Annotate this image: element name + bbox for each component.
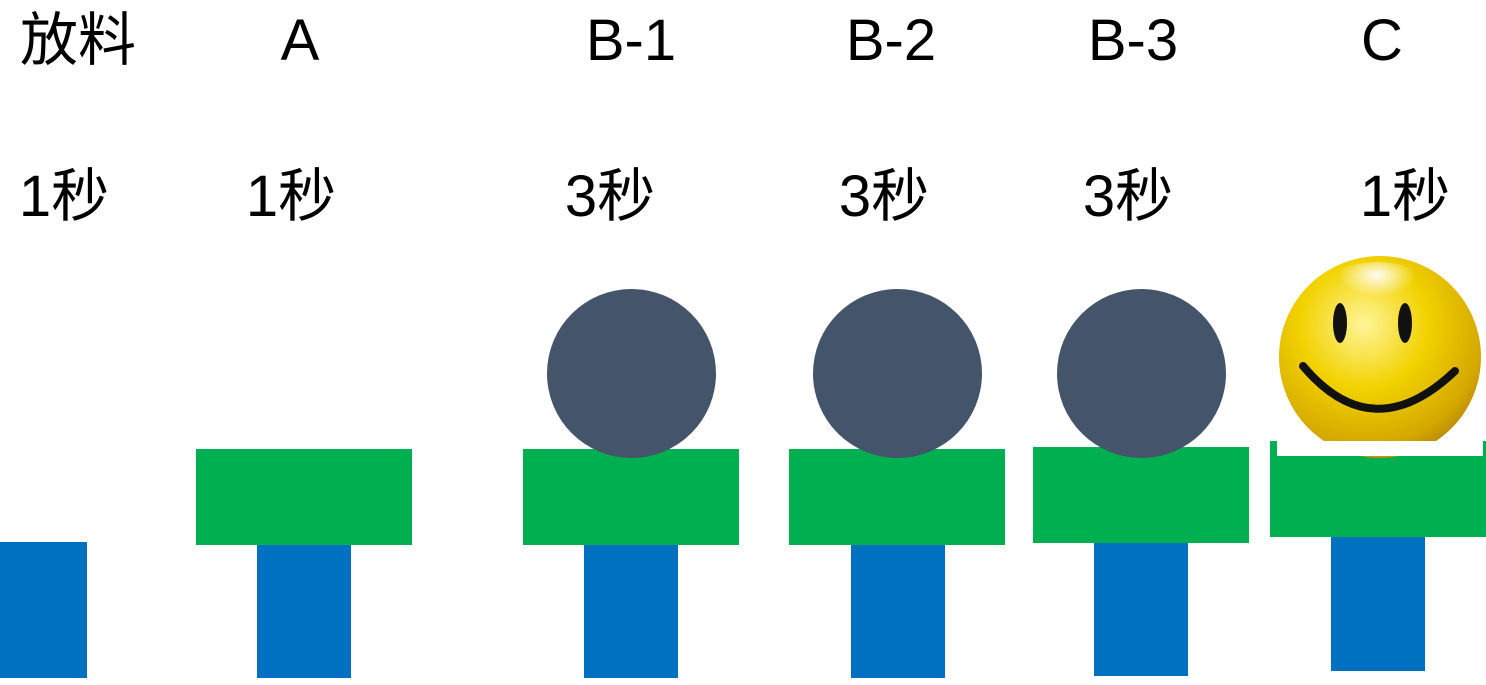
pillar-b1 [584,542,678,678]
platform-b2 [789,449,1005,545]
platform-b1 [523,449,739,545]
station-label-b3: B-3 [1087,8,1179,73]
station-label-a: A [280,8,320,73]
station-time-a: 1秒 [245,164,337,229]
ball-b2 [813,289,982,458]
ball-b3 [1057,289,1226,458]
platform-c-top-rim [1277,441,1483,456]
smiley-icon [1279,256,1481,458]
pillar-b2 [851,542,945,678]
pillar-b3 [1094,540,1188,676]
station-label-loading: 放料 [19,8,137,73]
station-label-b2: B-2 [845,8,937,73]
platform-b3 [1033,447,1249,543]
station-label-b1: B-1 [585,8,677,73]
station-time-b2: 3秒 [838,164,930,229]
ball-b1 [547,289,716,458]
station-time-b1: 3秒 [564,164,656,229]
pillar-c [1331,534,1425,671]
platform-a [196,449,412,545]
station-time-loading: 1秒 [18,164,110,229]
station-label-c: C [1361,8,1403,73]
station-time-c: 1秒 [1359,164,1451,229]
pillar-a [257,542,351,678]
pillar-loading [0,542,87,678]
station-time-b3: 3秒 [1082,164,1174,229]
